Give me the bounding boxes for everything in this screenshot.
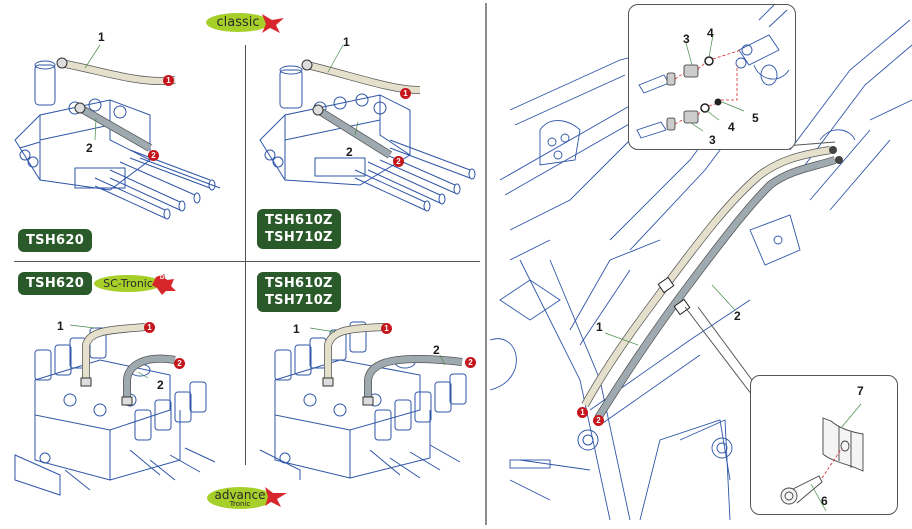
callout-3: 3 [683, 32, 690, 46]
callout-2: 2 [734, 309, 741, 323]
port-marker-2: 2 [465, 357, 476, 368]
port-marker-1: 1 [381, 323, 392, 334]
boom-installation-view: 1 2 1 2 [489, 0, 912, 529]
valve-illustration-tsh610z-sc-tronic [259, 321, 467, 480]
port-marker-2: 2 [148, 150, 159, 161]
sc-tronic-logo-badge: Duo [160, 275, 172, 281]
callout-2: 2 [346, 145, 353, 159]
clamp-detail-inset: 7 6 [750, 375, 898, 515]
panel-bottom-left: 1 2 1 2 [0, 300, 240, 500]
callout-2: 2 [433, 343, 440, 357]
advance-tronic-logo-pill: advance Tronic [207, 487, 273, 509]
advance-tronic-logo: advance Tronic [207, 485, 287, 511]
sc-tronic-logo-text: SC-Tronic [94, 275, 162, 292]
valve-illustration-tsh610z-classic [259, 44, 476, 212]
callout-1: 1 [596, 320, 603, 334]
callout-1: 1 [98, 30, 105, 44]
model-badge-tsh610z-tsh710z: TSH610Z TSH710Z [257, 209, 341, 249]
callout-2: 2 [157, 378, 164, 392]
callout-2: 2 [86, 141, 93, 155]
model-line-1: TSH610Z [265, 276, 333, 291]
model-line-2: TSH710Z [265, 293, 333, 308]
port-marker-1: 1 [144, 322, 155, 333]
classic-logo-arrow-icon [262, 14, 284, 33]
clamp-exploded-view [780, 403, 864, 512]
classic-logo-text: classic [206, 13, 270, 32]
port-marker-2: 2 [393, 156, 404, 167]
callout-4: 4 [728, 120, 735, 134]
callout-5: 5 [752, 111, 759, 125]
model-badge-tsh610z-tsh710z: TSH610Z TSH710Z [257, 272, 341, 312]
port-marker-1: 1 [400, 88, 411, 99]
panel-top-right: 1 2 1 2 [250, 30, 480, 212]
panel-bottom-right: 1 2 1 2 [250, 300, 480, 480]
callout-1: 1 [293, 322, 300, 336]
model-line-2: TSH710Z [265, 230, 333, 245]
fitting-detail-inset: 3 4 3 4 5 [628, 4, 796, 150]
advance-logo-text: advance [214, 488, 266, 502]
model-badge-tsh620: TSH620 [18, 229, 93, 252]
fitting-exploded-view [636, 4, 790, 139]
classic-logo: classic [206, 12, 284, 34]
panel-top-left: 1 2 1 2 [0, 30, 240, 260]
port-marker-1: 1 [577, 407, 588, 418]
callout-4: 4 [707, 26, 714, 40]
callout-1: 1 [57, 319, 64, 333]
main-divider [485, 3, 487, 525]
port-marker-2: 2 [593, 415, 604, 426]
sc-tronic-logo-cross-icon [152, 274, 176, 295]
grid-divider-horizontal [14, 261, 480, 262]
boom-illustration [489, 19, 912, 521]
valve-illustration-tsh620-classic [14, 44, 221, 220]
callout-1: 1 [343, 35, 350, 49]
valve-illustration-tsh620-sc-tronic [14, 323, 216, 496]
callout-7: 7 [857, 384, 864, 398]
port-marker-1: 1 [163, 75, 174, 86]
callout-6: 6 [821, 494, 828, 508]
port-marker-2: 2 [174, 358, 185, 369]
advance-logo-subtext: Tronic [229, 500, 251, 508]
callout-3: 3 [709, 133, 716, 147]
model-line-1: TSH610Z [265, 213, 333, 228]
advance-logo-arrow-icon [265, 487, 287, 507]
grid-divider-vertical [245, 45, 246, 465]
model-badge-tsh620: TSH620 [18, 272, 93, 295]
sc-tronic-logo: SC-Tronic Duo [94, 273, 176, 295]
